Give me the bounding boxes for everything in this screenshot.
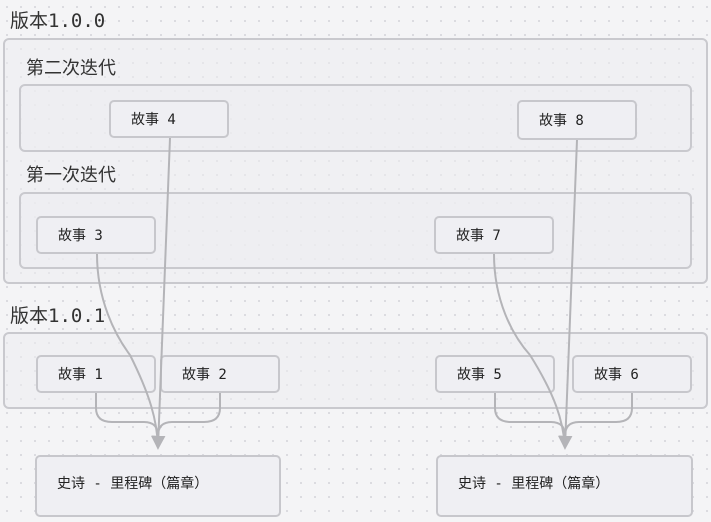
iteration-label: 第一次迭代 [26,165,116,186]
story-card[interactable]: 故事 2 [160,355,280,393]
edge-story2-epic [157,393,221,447]
story-card[interactable]: 故事 4 [109,100,229,138]
edge-story4-epic [151,137,171,450]
story-card[interactable]: 故事 8 [517,100,637,140]
edge-story6-epic [564,393,633,447]
release-label: 版本1.0.1 [10,305,106,327]
edge-story8-epic [558,139,578,450]
edge-story3-epic [96,253,159,448]
story-card[interactable]: 故事 3 [36,216,156,254]
epic-card[interactable]: 史诗 - 里程碑（篇章） [35,455,281,517]
edge-story5-epic [494,393,572,450]
iteration-label: 第二次迭代 [26,58,116,79]
release-label: 版本1.0.0 [10,10,106,32]
story-card[interactable]: 故事 5 [435,355,555,393]
story-card[interactable]: 故事 6 [572,355,692,393]
story-card[interactable]: 故事 7 [434,216,554,254]
edge-story7-epic [493,253,566,448]
edge-story1-epic [95,393,165,450]
epic-card[interactable]: 史诗 - 里程碑（篇章） [436,455,693,517]
story-card[interactable]: 故事 1 [36,355,156,393]
